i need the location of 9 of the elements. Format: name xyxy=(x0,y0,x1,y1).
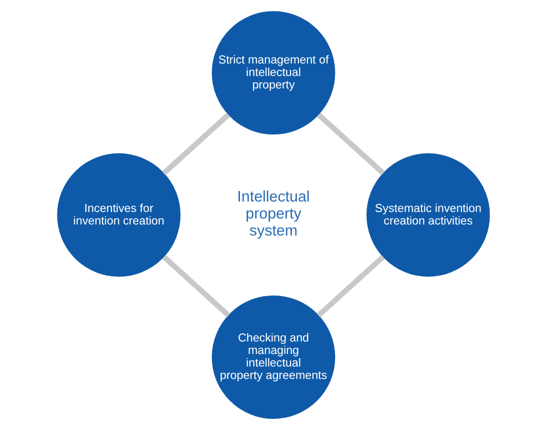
label: Intellectual property system xyxy=(237,188,310,240)
connector xyxy=(162,254,230,318)
node-circle: Strict management of intellectual property xyxy=(212,11,336,135)
node-circle: Checking and managing intellectual property agreements xyxy=(212,295,336,419)
connector xyxy=(316,112,386,176)
connector xyxy=(316,254,385,318)
node-circle: Systematic invention creation activities xyxy=(366,153,490,277)
node-circle: Incentives for invention creation xyxy=(57,153,181,277)
connector xyxy=(162,112,230,176)
